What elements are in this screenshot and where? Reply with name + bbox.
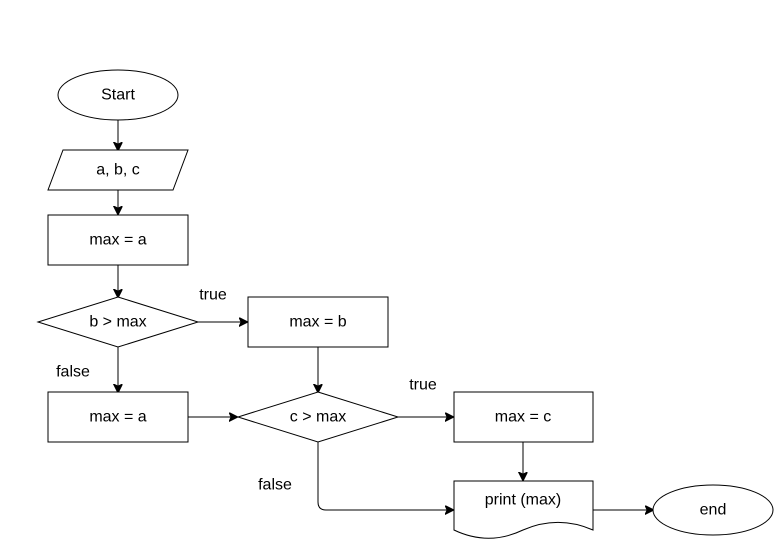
edge-label-cond-c-true: true xyxy=(409,377,437,394)
edge-label-cond-b-false: false xyxy=(56,364,90,381)
node-cond-c-label: c > max xyxy=(290,409,346,426)
node-init-max: max = a xyxy=(47,214,189,266)
node-cond-b: b > max xyxy=(36,296,200,348)
node-assign-c: max = c xyxy=(453,391,594,443)
node-assign-c-label: max = c xyxy=(495,409,551,426)
node-assign-a-label: max = a xyxy=(89,409,146,426)
process-shape xyxy=(453,391,594,443)
node-assign-b-label: max = b xyxy=(289,314,346,331)
document-shape xyxy=(453,480,594,539)
node-cond-c: c > max xyxy=(236,391,400,443)
node-start-label: Start xyxy=(101,87,135,104)
process-shape xyxy=(247,296,389,348)
node-start: Start xyxy=(57,69,179,121)
process-shape xyxy=(47,391,189,443)
node-input-label: a, b, c xyxy=(96,162,140,179)
decision-shape xyxy=(36,296,200,348)
edge-label-cond-c-false: false xyxy=(258,477,292,494)
edge-cond-c-false xyxy=(317,442,453,510)
edges-group xyxy=(118,119,653,510)
process-shape xyxy=(47,214,189,266)
node-input: a, b, c xyxy=(47,149,189,191)
node-assign-b: max = b xyxy=(247,296,389,348)
input-output-shape xyxy=(47,149,189,191)
node-assign-a: max = a xyxy=(47,391,189,443)
node-end-label: end xyxy=(700,502,727,519)
terminal-shape xyxy=(57,69,179,121)
edge-label-cond-b-true: true xyxy=(199,287,227,304)
node-print: print (max) xyxy=(453,480,594,539)
decision-shape xyxy=(236,391,400,443)
node-print-label: print (max) xyxy=(485,492,561,509)
terminal-shape xyxy=(652,484,774,536)
node-init-max-label: max = a xyxy=(89,232,146,249)
node-end: end xyxy=(652,484,774,536)
node-cond-b-label: b > max xyxy=(89,314,146,331)
